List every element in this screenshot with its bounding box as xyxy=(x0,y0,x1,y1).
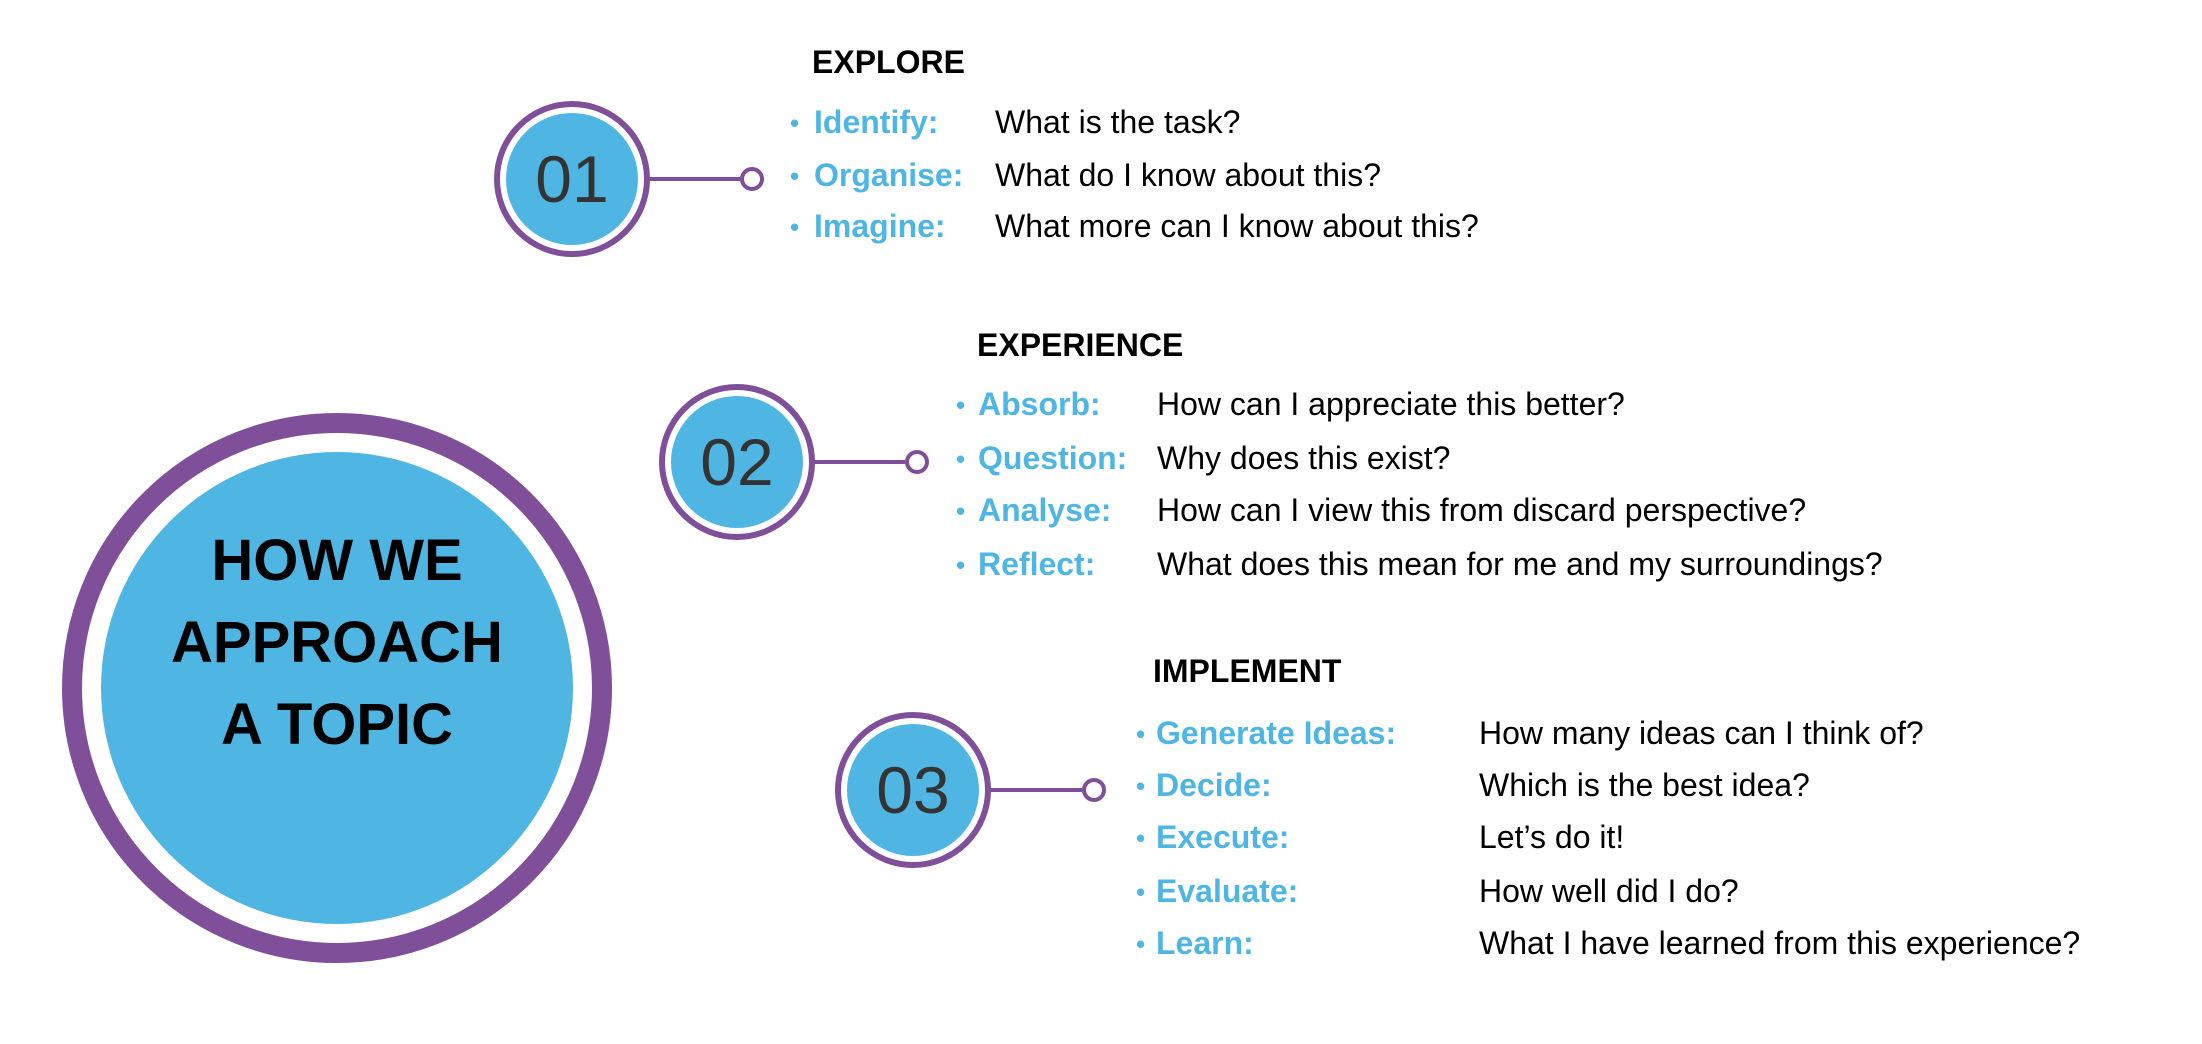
center-title-line: A TOPIC xyxy=(220,692,454,757)
list-item: • Learn: What I have learned from this exp… xyxy=(0,925,2202,965)
item-label: Learn: xyxy=(1156,925,1254,961)
item-question: What more can I know about this? xyxy=(995,208,1479,244)
connector-node xyxy=(1082,778,1106,802)
list-item: • Absorb: How can I appreciate this better… xyxy=(0,386,2202,426)
step-heading: EXPERIENCE xyxy=(977,327,1184,363)
list-item: • Generate Ideas: How many ideas can I thi… xyxy=(0,715,2202,755)
center-title: HOW WE APPROACH A TOPIC xyxy=(101,520,573,766)
connector-node xyxy=(740,167,764,191)
item-question: How can I appreciate this better? xyxy=(1157,386,1625,422)
list-item: • Identify: What is the task? xyxy=(0,104,2202,144)
item-label: Decide: xyxy=(1156,767,1272,803)
item-label: Identify: xyxy=(814,104,939,140)
center-title-line: APPROACH xyxy=(171,610,503,675)
bullet-icon: • xyxy=(790,108,800,138)
item-label: Execute: xyxy=(1156,819,1290,855)
connector-node xyxy=(905,450,929,474)
bullet-icon: • xyxy=(1136,929,1146,959)
bullet-icon: • xyxy=(1136,823,1146,853)
item-label: Reflect: xyxy=(978,546,1096,582)
item-question: What do I know about this? xyxy=(995,157,1381,193)
list-item: • Evaluate: How well did I do? xyxy=(0,873,2202,913)
list-item: • Organise: What do I know about this? xyxy=(0,157,2202,197)
item-question: Why does this exist? xyxy=(1157,440,1451,476)
item-question: How well did I do? xyxy=(1479,873,1739,909)
item-label: Organise: xyxy=(814,157,964,193)
step-heading: EXPLORE xyxy=(812,44,965,80)
list-item: • Imagine: What more can I know about this… xyxy=(0,208,2202,248)
item-question: How can I view this from discard perspec… xyxy=(1157,492,1807,528)
bullet-icon: • xyxy=(790,212,800,242)
center-title-line: HOW WE xyxy=(211,528,463,593)
bullet-icon: • xyxy=(956,390,966,420)
step-heading: IMPLEMENT xyxy=(1153,653,1342,689)
item-label: Generate Ideas: xyxy=(1156,715,1397,751)
bullet-icon: • xyxy=(956,444,966,474)
connector-line xyxy=(809,460,905,464)
item-label: Absorb: xyxy=(978,386,1101,422)
list-item: • Analyse: How can I view this from discar… xyxy=(0,492,2202,532)
item-question: Which is the best idea? xyxy=(1479,767,1810,803)
list-item: • Decide: Which is the best idea? xyxy=(0,767,2202,807)
list-item: • Execute: Let’s do it! xyxy=(0,819,2202,859)
list-item: • Question: Why does this exist? xyxy=(0,440,2202,480)
item-label: Analyse: xyxy=(978,492,1112,528)
connector-line xyxy=(644,177,740,181)
step-number: 02 xyxy=(671,396,803,528)
bullet-icon: • xyxy=(1136,719,1146,749)
item-question: What is the task? xyxy=(995,104,1241,140)
connector-line xyxy=(985,788,1082,792)
step-number: 01 xyxy=(506,113,638,245)
center-circle xyxy=(101,452,573,924)
bullet-icon: • xyxy=(956,550,966,580)
step-number: 03 xyxy=(847,724,979,856)
item-question: What does this mean for me and my surrou… xyxy=(1157,546,1883,582)
bullet-icon: • xyxy=(1136,877,1146,907)
item-label: Question: xyxy=(978,440,1128,476)
item-question: What I have learned from this experience… xyxy=(1479,925,2081,961)
item-label: Imagine: xyxy=(814,208,946,244)
bullet-icon: • xyxy=(956,496,966,526)
item-question: Let’s do it! xyxy=(1479,819,1625,855)
bullet-icon: • xyxy=(1136,771,1146,801)
bullet-icon: • xyxy=(790,161,800,191)
list-item: • Reflect: What does this mean for me and … xyxy=(0,546,2202,586)
item-question: How many ideas can I think of? xyxy=(1479,715,1924,751)
item-label: Evaluate: xyxy=(1156,873,1299,909)
